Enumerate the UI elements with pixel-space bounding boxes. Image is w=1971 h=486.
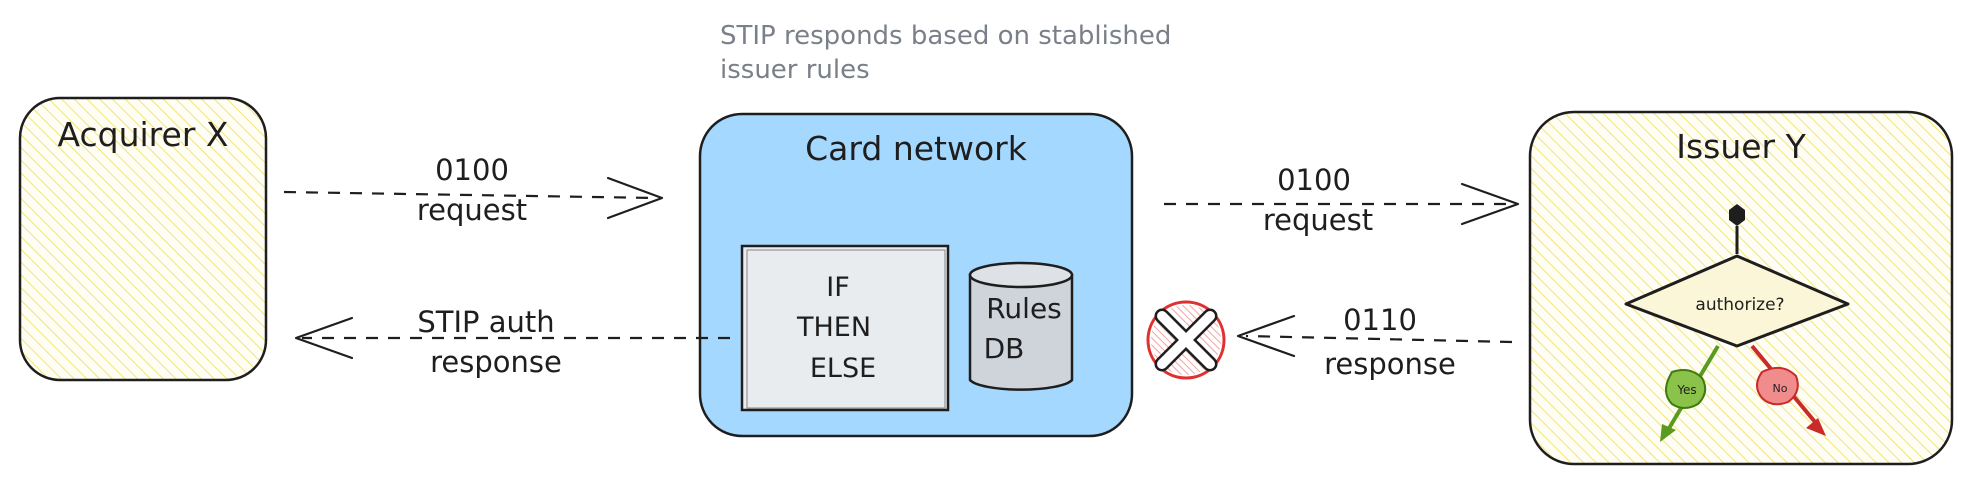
arrow-network-to-acquirer: STIP auth response bbox=[294, 305, 730, 379]
stip-annotation: STIP responds based on stablished issuer… bbox=[720, 21, 1171, 85]
arrow-issuer-to-network: 0110 response bbox=[1236, 303, 1513, 381]
no-branch: No bbox=[1750, 344, 1826, 436]
logic-if: IF bbox=[826, 272, 850, 303]
arrow-label-stip-auth: STIP auth bbox=[417, 305, 554, 339]
arrow-label-0100-b: 0100 bbox=[1277, 163, 1351, 197]
decision-diamond: authorize? bbox=[1624, 254, 1850, 348]
annotation-line-1: STIP responds based on stablished bbox=[720, 21, 1171, 51]
decision-start-icon bbox=[1729, 204, 1745, 254]
issuer-title: Issuer Y bbox=[1676, 127, 1806, 166]
x-circle-icon bbox=[1146, 300, 1226, 380]
arrow-label-0110: 0110 bbox=[1343, 303, 1417, 337]
rules-db-icon: Rules DB bbox=[968, 261, 1074, 391]
arrow-label-request-a: request bbox=[417, 193, 527, 227]
arrow-label-response-b: response bbox=[1324, 347, 1456, 381]
issuer-box[interactable]: Issuer Y authorize? Yes No bbox=[1528, 110, 1954, 466]
no-label: No bbox=[1773, 382, 1788, 395]
acquirer-box[interactable]: Acquirer X bbox=[18, 96, 268, 382]
db-label-rules: Rules bbox=[986, 292, 1062, 325]
arrow-network-to-issuer: 0100 request bbox=[1164, 163, 1520, 237]
arrow-label-0100-a: 0100 bbox=[435, 153, 509, 187]
yes-label: Yes bbox=[1676, 383, 1696, 397]
annotation-line-2: issuer rules bbox=[720, 55, 870, 85]
logic-rules-box: IF THEN ELSE bbox=[740, 244, 950, 412]
decision-label: authorize? bbox=[1695, 295, 1784, 315]
yes-branch: Yes bbox=[1660, 344, 1720, 442]
logic-then: THEN bbox=[796, 312, 871, 343]
arrow-label-request-b: request bbox=[1263, 203, 1373, 237]
acquirer-title: Acquirer X bbox=[58, 115, 229, 154]
card-network-title: Card network bbox=[805, 129, 1028, 168]
arrow-acquirer-to-network: 0100 request bbox=[283, 153, 664, 227]
arrow-label-response-a: response bbox=[430, 345, 562, 379]
card-network-box[interactable]: Card network IF THEN ELSE Rules DB bbox=[698, 112, 1134, 438]
logic-else: ELSE bbox=[810, 353, 876, 384]
db-label-db: DB bbox=[984, 332, 1025, 365]
